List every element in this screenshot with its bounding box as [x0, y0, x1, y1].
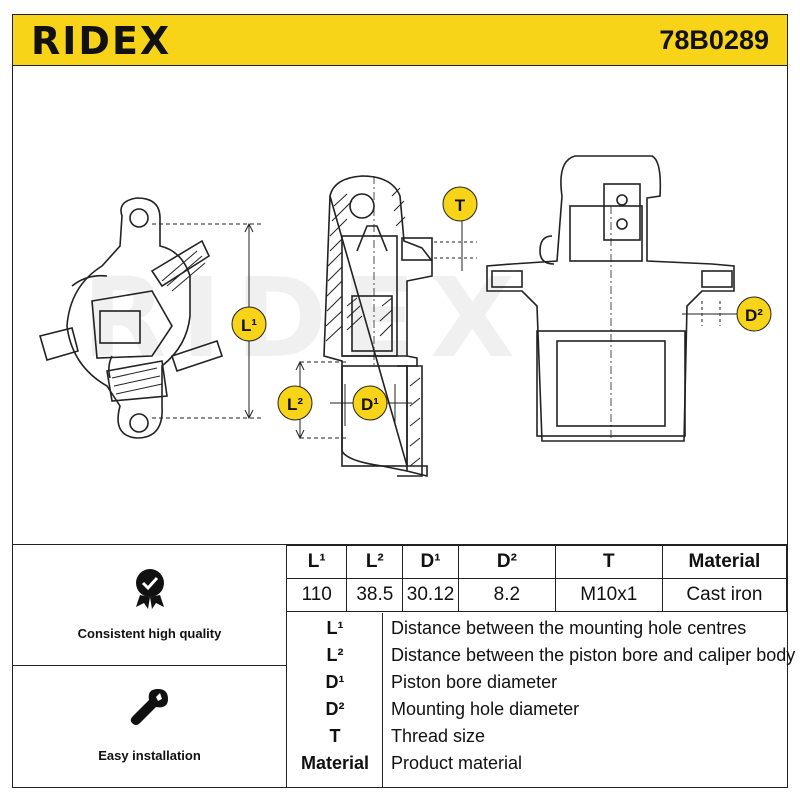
legend-key: L¹	[326, 618, 344, 638]
feature-quality	[13, 565, 286, 614]
spec-header-d2: D²	[458, 545, 556, 579]
legend-row: L¹ Distance between the mounting hole ce…	[287, 618, 787, 644]
caliper-side-view	[38, 197, 224, 439]
svg-text:L²: L²	[287, 395, 303, 414]
spec-value-l2: 38.5	[346, 578, 404, 612]
spec-header-material: Material	[661, 545, 788, 579]
legend-description: Mounting hole diameter	[391, 699, 580, 719]
legend-row: D¹ Piston bore diameter	[287, 672, 787, 698]
legend-row: T Thread size	[287, 726, 787, 752]
legend-description: Distance between the mounting hole centr…	[391, 618, 747, 638]
legend-key: D²	[325, 699, 345, 719]
spec-value-t: M10x1	[554, 578, 663, 612]
svg-text:D¹: D¹	[361, 395, 379, 414]
legend-description: Product material	[391, 753, 523, 773]
svg-text:D²: D²	[745, 306, 763, 325]
feature-installation	[13, 685, 286, 734]
svg-text:T: T	[455, 196, 466, 215]
label-d2: D²	[736, 296, 772, 332]
brand-logo: RIDEX	[31, 19, 172, 63]
legend-key: L²	[326, 645, 344, 665]
feature-separator	[13, 665, 286, 666]
caliper-front-view	[486, 155, 735, 442]
legend-description: Thread size	[391, 726, 486, 746]
spec-header-l2: L²	[346, 545, 404, 579]
spec-value-l1: 110	[285, 578, 348, 612]
spec-table-header-row: L¹ L² D¹ D² T Material	[285, 545, 788, 579]
caliper-drawing: RIDEX	[38, 155, 772, 478]
spec-header-d1: D¹	[402, 545, 459, 579]
spec-header-l1: L¹	[285, 545, 348, 579]
label-d1: D¹	[352, 385, 388, 421]
spec-table: L¹ L² D¹ D² T Material 110 38.5 30.12 8.…	[285, 545, 788, 612]
check-badge-icon	[135, 569, 164, 609]
legend-row: D² Mounting hole diameter	[287, 699, 787, 725]
part-number: 78B0289	[659, 25, 769, 55]
t-dimension-line	[434, 216, 477, 271]
section-hatching	[325, 187, 421, 467]
legend-key: T	[329, 726, 341, 746]
legend-row: L² Distance between the piston bore and …	[287, 645, 796, 671]
svg-text:L¹: L¹	[241, 316, 257, 335]
spec-value-d2: 8.2	[458, 578, 556, 612]
spec-value-d1: 30.12	[402, 578, 459, 612]
legend-row: Material Product material	[287, 753, 787, 779]
legend-description: Piston bore diameter	[391, 672, 558, 692]
feature-installation-label: Easy installation	[98, 748, 201, 763]
spec-value-material: Cast iron	[661, 578, 788, 612]
legend-description: Distance between the piston bore and cal…	[391, 645, 796, 665]
label-l2: L²	[277, 385, 313, 421]
spec-table-value-row: 110 38.5 30.12 8.2 M10x1 Cast iron	[285, 578, 788, 612]
feature-quality-label: Consistent high quality	[77, 626, 222, 641]
d2-dimension-line	[682, 301, 742, 326]
drawing-frame	[12, 66, 788, 544]
wrench-icon	[130, 689, 168, 725]
spec-section: Consistent high quality Easy installatio…	[12, 544, 796, 788]
feature-divider	[286, 545, 287, 787]
spec-header-t: T	[554, 545, 663, 579]
label-l1: L¹	[231, 306, 267, 342]
header-bar: RIDEX 78B0289	[12, 14, 788, 66]
legend-key: Material	[300, 753, 370, 773]
legend-key: D¹	[325, 672, 345, 692]
label-t: T	[442, 186, 478, 222]
caliper-side-hatching	[111, 250, 206, 395]
legend-divider	[382, 613, 383, 787]
